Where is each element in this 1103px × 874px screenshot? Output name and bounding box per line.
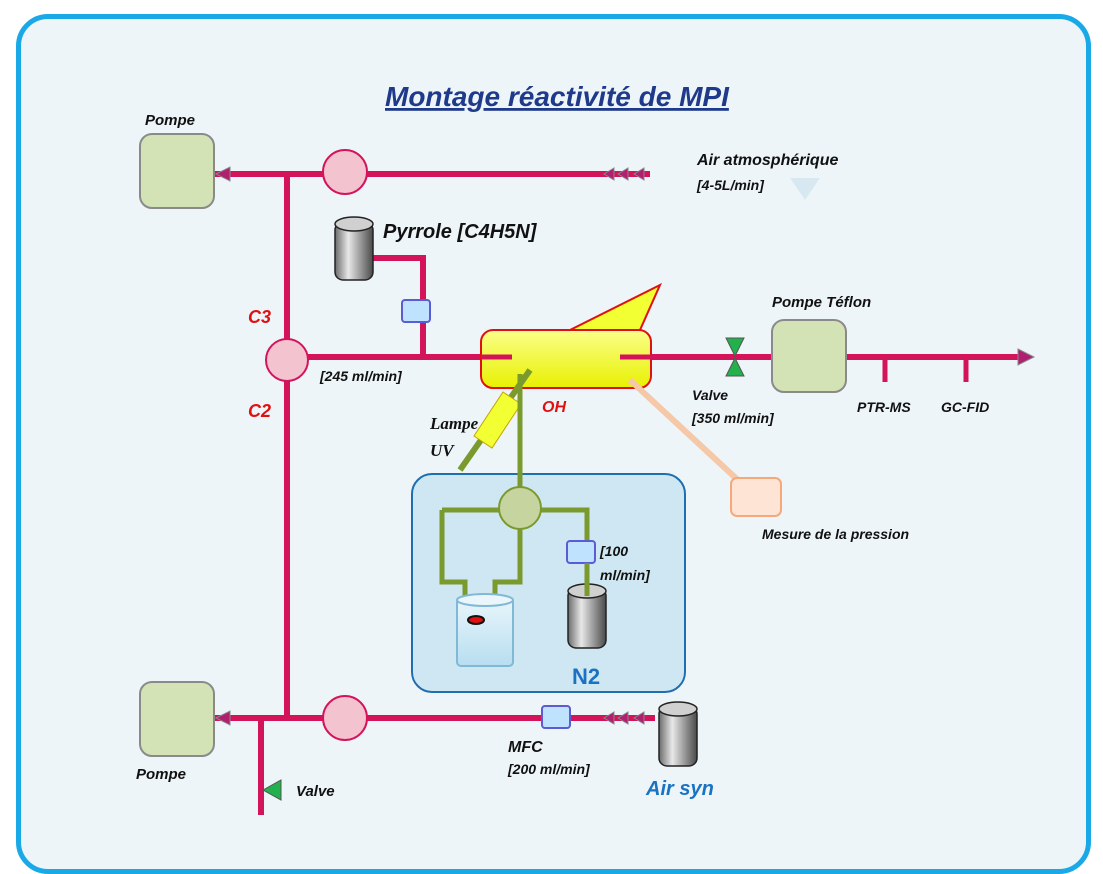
pump-teflon-label: Pompe Téflon [772, 294, 871, 311]
pump-bottom [139, 681, 215, 757]
flow-100-unit-label: ml/min] [600, 567, 651, 583]
air-syn-label: Air syn [645, 778, 714, 800]
valve-right-label: Valve [692, 387, 728, 403]
reactor-lamp-triangle [569, 282, 663, 331]
pump-teflon [771, 319, 847, 393]
bottom-line-arrows [214, 710, 645, 726]
pressure-label: Mesure de la pression [762, 526, 909, 542]
pyrrole-label: Pyrrole [C4H5N] [383, 221, 538, 243]
pump-top [139, 133, 215, 209]
junction-bottom [322, 695, 368, 741]
n2-label: N2 [572, 664, 600, 689]
mfc-air [541, 705, 571, 729]
pyrrole-line [372, 255, 426, 357]
oh-label: OH [542, 399, 566, 416]
mfc-n2 [566, 540, 596, 564]
top-line-arrows [214, 166, 645, 182]
n2-junction [498, 486, 542, 530]
beaker-icon [456, 593, 514, 667]
air-atm-label: Air atmosphérique [696, 152, 838, 169]
air-syn-cylinder [658, 701, 698, 767]
c2-label: C2 [248, 401, 271, 421]
pyrrole-cylinder [334, 216, 374, 281]
mfc-label: MFC [508, 739, 543, 756]
valve-right-icon [725, 337, 745, 377]
gc-fid-label: GC-FID [941, 399, 989, 415]
valve-bottom-label: Valve [296, 783, 335, 800]
flow-200-label: [200 ml/min] [507, 761, 591, 777]
flow-100-label: [100 [599, 543, 628, 559]
flow-350-label: [350 ml/min] [691, 410, 775, 426]
uv-label: UV [430, 441, 455, 460]
pump-bottom-label: Pompe [136, 766, 186, 783]
junction-top [322, 149, 368, 195]
air-atm-flow-label: [4-5L/min] [696, 177, 765, 193]
air-hint-shape [790, 178, 820, 200]
pressure-sensor [730, 477, 782, 517]
pump-top-label: Pompe [145, 112, 195, 129]
mfc-pyrrole [401, 299, 431, 323]
lamp-label: Lampe [429, 414, 479, 433]
diagram-title: Montage réactivité de MPI [385, 81, 730, 112]
outlet-arrow-icon [1017, 348, 1036, 366]
junction-c2-c3 [265, 338, 309, 382]
flow-245-label: [245 ml/min] [319, 368, 403, 384]
valve-bottom-icon [261, 779, 282, 801]
c3-label: C3 [248, 307, 271, 327]
pressure-line [627, 377, 743, 485]
uv-lamp [473, 391, 522, 449]
ptr-ms-label: PTR-MS [857, 399, 911, 415]
